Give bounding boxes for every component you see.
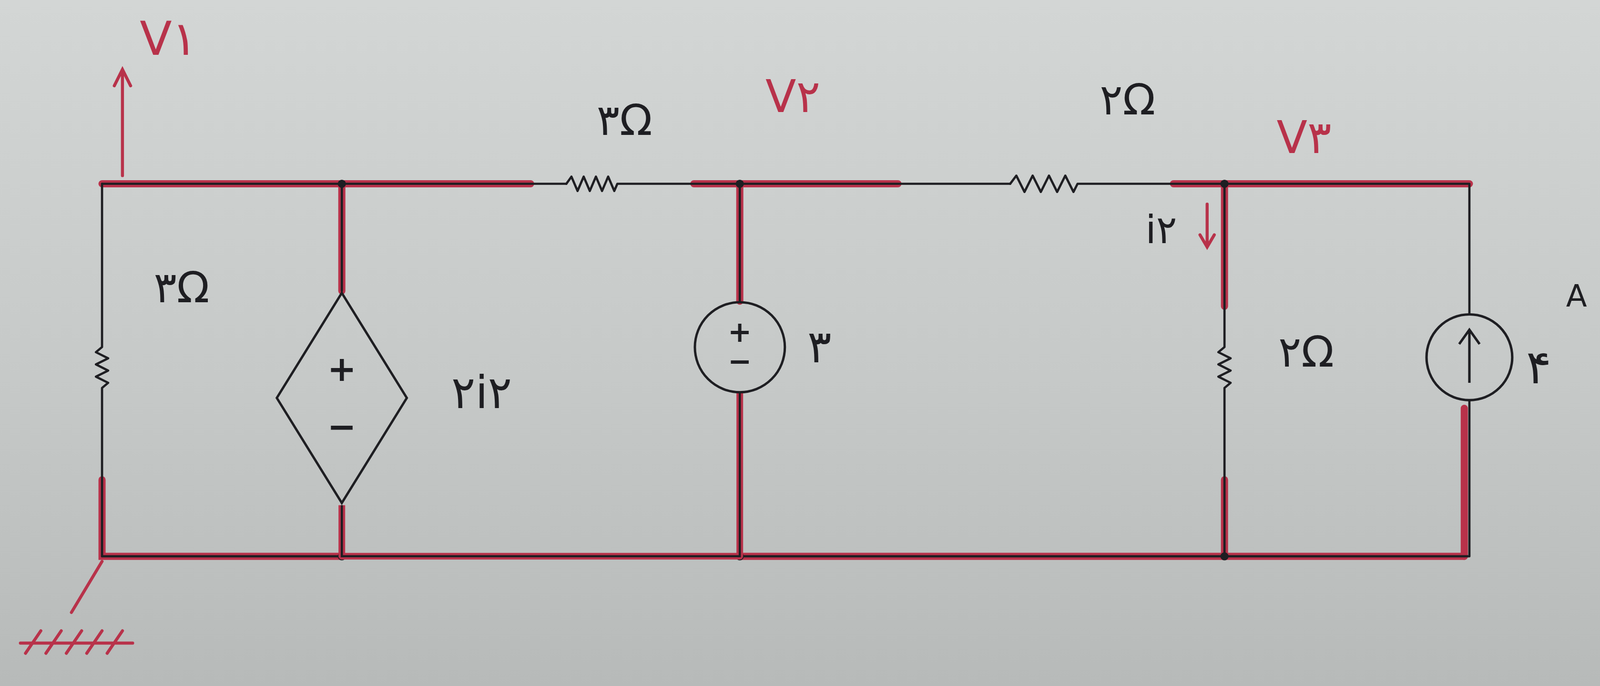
resistor-value: ۳Ω xyxy=(153,266,210,310)
voltage-source: +− xyxy=(693,301,786,394)
ground-lead xyxy=(71,561,102,613)
wire-highlight xyxy=(338,183,346,292)
circle-shape xyxy=(694,302,785,393)
current-source-symbol xyxy=(1426,314,1513,401)
junction-dots xyxy=(337,179,1229,561)
plus-sign: + xyxy=(327,351,357,387)
node-voltage-label: V۱ xyxy=(139,15,197,62)
wire xyxy=(340,183,344,292)
voltage-arrow xyxy=(114,69,131,176)
current-source-circle xyxy=(1426,314,1513,401)
resistor-symbol xyxy=(566,176,1010,192)
wire-highlight xyxy=(101,479,342,557)
unit-label: A xyxy=(1566,280,1588,312)
source-value: ۴ xyxy=(1526,343,1552,391)
wire xyxy=(738,183,742,302)
current-label: i۲ xyxy=(1145,210,1177,249)
source-value: ۳ xyxy=(807,324,832,370)
current-arrow xyxy=(1200,203,1215,247)
node-voltage-label: V۳ xyxy=(1276,115,1332,161)
diamond-shape xyxy=(276,293,408,504)
wire-highlight xyxy=(736,183,744,302)
node-voltage-label: V۲ xyxy=(765,74,821,120)
plus-sign: + xyxy=(727,317,752,347)
wire xyxy=(101,182,567,185)
wire xyxy=(739,399,1470,557)
ground-wire xyxy=(341,392,740,557)
resistor-symbol xyxy=(95,183,109,557)
wires xyxy=(95,175,1470,557)
minus-sign: − xyxy=(327,409,357,445)
resistor-value: ۲Ω xyxy=(1278,330,1335,374)
junction-dot xyxy=(735,179,744,188)
wire-highlight xyxy=(1460,408,1468,557)
resistor-symbol xyxy=(1218,183,1231,557)
junction-dot xyxy=(337,179,347,188)
resistor-symbol xyxy=(1010,175,1470,315)
highlighted-wires xyxy=(101,183,1470,557)
ground-wire-core xyxy=(341,392,740,557)
dependent-source-value: ۲i۲ xyxy=(451,370,512,416)
junction-dot xyxy=(1220,551,1229,561)
resistor-value: ۳Ω xyxy=(596,99,653,143)
annotations xyxy=(20,69,1215,654)
current-arrow xyxy=(1459,329,1480,383)
dependent-source: +− xyxy=(275,290,408,506)
diamond-outline xyxy=(275,290,408,506)
minus-sign: − xyxy=(727,346,752,376)
ground-symbol xyxy=(20,630,133,653)
junction-dot xyxy=(1220,179,1229,188)
wire xyxy=(101,555,342,558)
resistor-value: ۲Ω xyxy=(1099,78,1156,122)
